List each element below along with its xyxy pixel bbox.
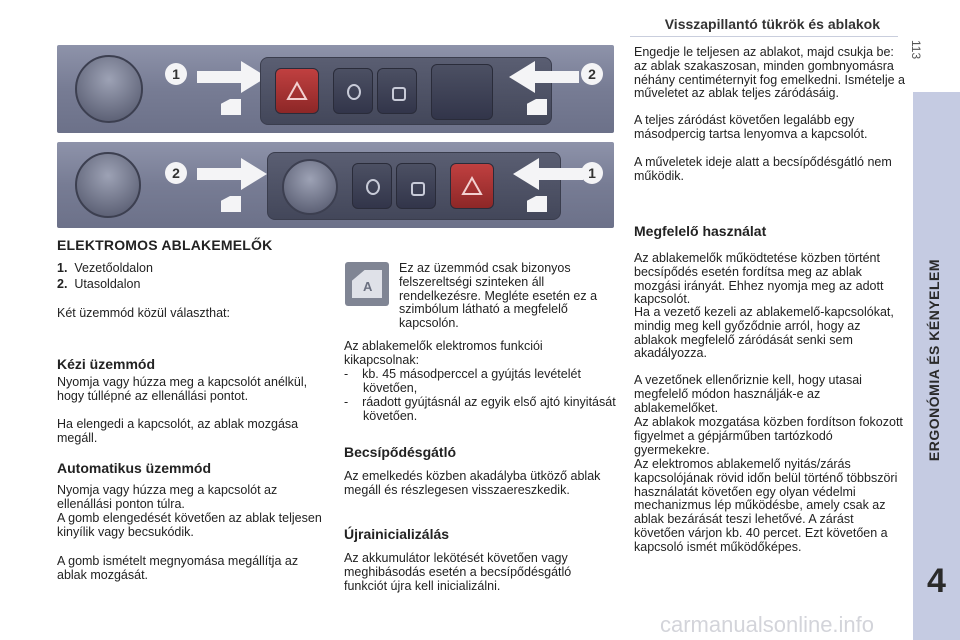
- lock-button[interactable]: [377, 68, 417, 114]
- window-icon: [221, 196, 241, 212]
- hazard-button[interactable]: [275, 68, 319, 114]
- page-title: ELEKTROMOS ABLAKEMELŐK: [57, 237, 273, 253]
- list-item: 1. Vezetőoldalon: [57, 261, 153, 275]
- window-switch-button[interactable]: [431, 64, 493, 120]
- window-switch-figure-2: 2 1: [57, 142, 614, 228]
- proper-use-text-2: Ha a vezető kezeli az ablakemelő-kapcsol…: [634, 305, 894, 361]
- manual-mode-text-1: Nyomja vagy húzza meg a kapcsolót anélkü…: [57, 375, 308, 403]
- arrow-right-icon: [197, 158, 267, 190]
- alarm-button[interactable]: [352, 163, 392, 209]
- window-icon: [221, 99, 241, 115]
- proper-use-text-5: Az elektromos ablakemelő nyitás/zárás ka…: [634, 457, 898, 554]
- window-handle-icon: [75, 55, 143, 123]
- chapter-number: 4: [927, 562, 946, 600]
- arrow-right-icon: [197, 61, 267, 93]
- window-switch-figure-1: 1 2: [57, 45, 614, 133]
- proper-use-text-1: Az ablakemelők működtetése közben történ…: [634, 251, 884, 307]
- symbol-note: Ez az üzemmód csak bizonyos felszereltsé…: [399, 261, 598, 331]
- lock-icon: [411, 182, 425, 196]
- list-item: 2. Utasoldalon: [57, 276, 141, 291]
- item-list: 1. Vezetőoldalon 2. Utasoldalon: [57, 261, 317, 292]
- deactivation-bullet-2: - ráadott gyújtásnál az egyik első ajtó …: [344, 395, 616, 423]
- auto-mode-text-2: A gomb elengedését követően az ablak tel…: [57, 511, 322, 539]
- reinit-step-3: A műveletek ideje alatt a becsípődésgátl…: [634, 155, 892, 183]
- section-title: Visszapillantó tükrök és ablakok: [664, 16, 880, 32]
- window-icon: [527, 196, 547, 212]
- auto-mode-text-1: Nyomja vagy húzza meg a kapcsolót az ell…: [57, 483, 278, 511]
- reinit-step-2: A teljes záródást követően legalább egy …: [634, 113, 868, 141]
- auto-mode-heading: Automatikus üzemmód: [57, 460, 212, 476]
- auto-window-symbol-icon: A: [345, 262, 389, 306]
- proper-use-text-3: A vezetőnek ellenőriznie kell, hogy utas…: [634, 373, 862, 415]
- alarm-icon: [366, 179, 380, 195]
- header-divider: [630, 36, 898, 37]
- callout-1: 1: [165, 63, 187, 85]
- arrow-left-icon: [513, 158, 583, 190]
- alarm-button[interactable]: [333, 68, 373, 114]
- callout-2: 2: [165, 162, 187, 184]
- manual-mode-text-2: Ha elengedi a kapcsolót, az ablak mozgás…: [57, 417, 299, 445]
- anti-pinch-text: Az emelkedés közben akadályba ütköző abl…: [344, 469, 601, 497]
- callout-2: 2: [581, 63, 603, 85]
- reinit-heading: Újrainicializálás: [344, 526, 450, 542]
- arrow-left-icon: [509, 61, 579, 93]
- modes-intro: Két üzemmód közül választhat:: [57, 306, 230, 320]
- switch-panel: [267, 152, 561, 220]
- lock-button[interactable]: [396, 163, 436, 209]
- chapter-sidebar: [913, 92, 960, 640]
- deactivation-intro: Az ablakemelők elektromos funkciói kikap…: [344, 339, 543, 367]
- anti-pinch-heading: Becsípődésgátló: [344, 444, 457, 460]
- alarm-icon: [347, 84, 361, 100]
- watermark: carmanualsonline.info: [660, 612, 875, 637]
- deactivation-bullet-1: - kb. 45 másodperccel a gyújtás levételé…: [344, 367, 581, 395]
- proper-use-heading: Megfelelő használat: [634, 223, 767, 239]
- hazard-button[interactable]: [450, 163, 494, 209]
- proper-use-text-4: Az ablakok mozgatása közben fordítson fo…: [634, 415, 903, 457]
- callout-1: 1: [581, 162, 603, 184]
- window-handle-icon: [75, 152, 141, 218]
- switch-panel: [260, 57, 552, 125]
- reinit-step-1: Engedje le teljesen az ablakot, majd csu…: [634, 45, 905, 101]
- auto-mode-text-3: A gomb ismételt megnyomása megállítja az…: [57, 554, 299, 582]
- manual-mode-heading: Kézi üzemmód: [57, 356, 156, 372]
- lock-icon: [392, 87, 406, 101]
- page-number: 113: [909, 40, 923, 60]
- window-icon: [527, 99, 547, 115]
- reinit-text: Az akkumulátor lekötését követően vagy m…: [344, 551, 572, 593]
- window-switch-button[interactable]: [282, 159, 338, 215]
